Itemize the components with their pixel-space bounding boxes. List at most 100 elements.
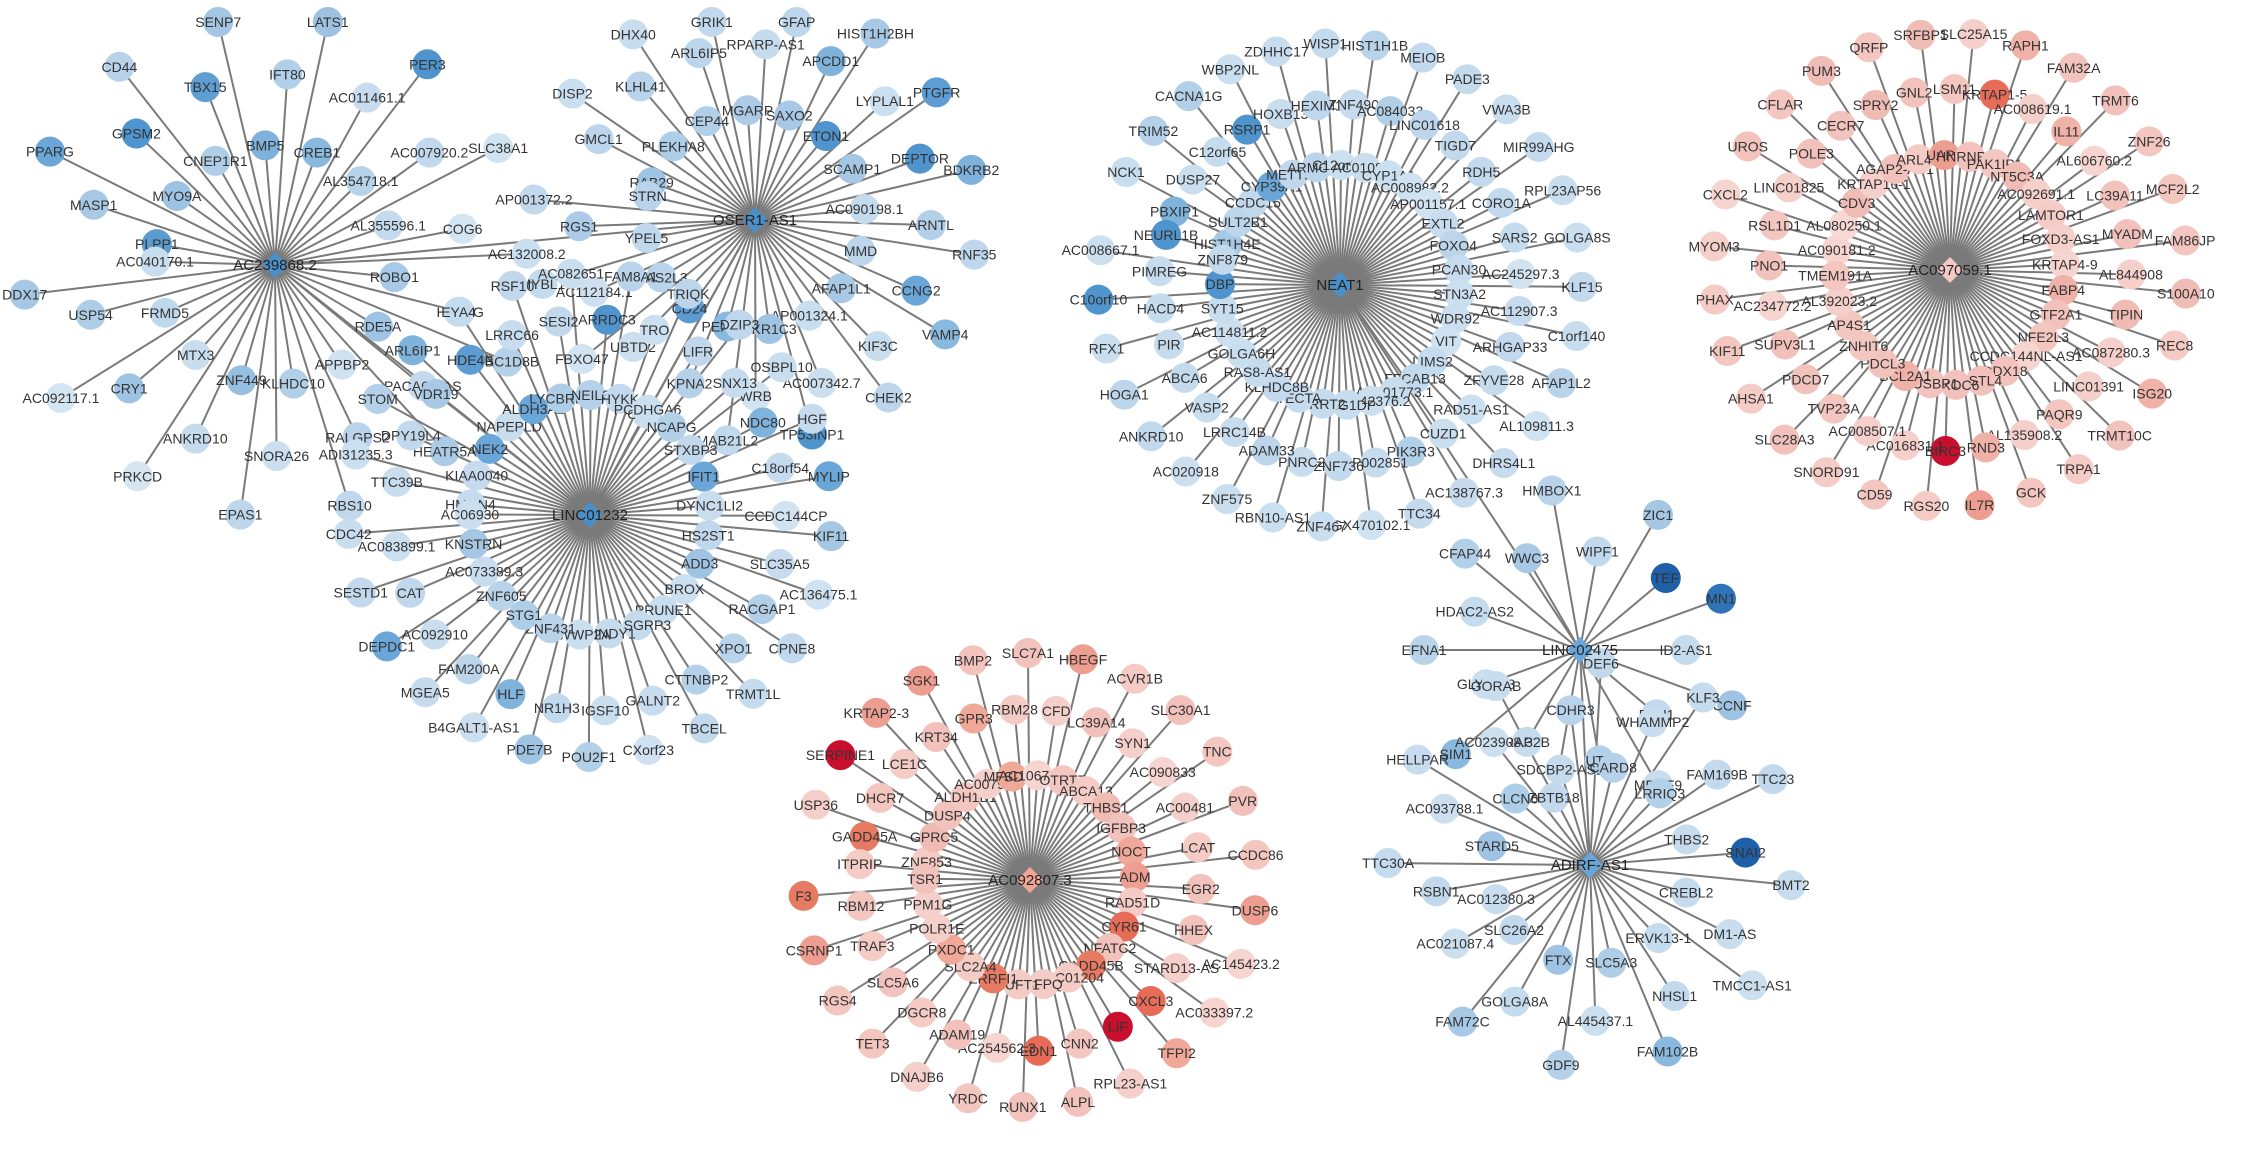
gene-node-circle[interactable] [1169,362,1200,393]
gene-node-circle[interactable] [583,124,614,155]
gene-node-cnn2[interactable]: CNN2 [1061,1028,1099,1059]
gene-node-ac138767-3[interactable]: AC138767.3 [1425,477,1503,508]
gene-node-al392023-2[interactable]: AL392023.2 [1802,286,1878,317]
gene-node-pdcd7[interactable]: PDCD7 [1782,364,1830,395]
gene-node-ac090833[interactable]: AC090833 [1130,757,1196,788]
gene-node-circle[interactable] [618,331,649,362]
gene-node-cacna1g[interactable]: CACNA1G [1155,81,1223,112]
gene-node-hacd4[interactable]: HACD4 [1137,293,1185,324]
gene-node-slc30a1[interactable]: SLC30A1 [1151,695,1211,726]
gene-node-circle[interactable] [683,38,714,69]
gene-node-fam102b[interactable]: FAM102B [1637,1036,1698,1067]
gene-node-circle[interactable] [1404,498,1435,529]
gene-node-phax[interactable]: PHAX [1696,284,1735,315]
gene-node-depdc1[interactable]: DEPDC1 [358,631,415,662]
gene-node-cdv3[interactable]: CDV3 [1838,187,1876,218]
gene-node-circle[interactable] [1170,456,1201,487]
gene-node-circle[interactable] [1456,394,1487,425]
gene-node-circle[interactable] [203,7,234,37]
gene-node-circle[interactable] [1359,30,1390,61]
gene-node-circle[interactable] [592,304,623,335]
gene-node-circle[interactable] [1486,187,1517,218]
gene-node-kpna2[interactable]: KPNA2 [667,368,713,399]
gene-node-ypel5[interactable]: YPEL5 [625,222,669,253]
gene-node-dhrs4l1[interactable]: DHRS4L1 [1472,448,1536,479]
gene-node-circle[interactable] [673,278,704,309]
gene-node-lrrc14b[interactable]: LRRC14B [1203,417,1266,448]
gene-node-circle[interactable] [845,235,876,266]
gene-node-circle[interactable] [453,654,484,685]
gene-node-trmt1l[interactable]: TRMT1L [726,678,781,709]
gene-node-id2-as1[interactable]: ID2-AS1 [1660,635,1713,665]
gene-node-ap001372-2[interactable]: AP001372.2 [495,184,573,215]
gene-node-cat[interactable]: CAT [395,577,426,608]
gene-node-kif3c[interactable]: KIF3C [858,330,898,361]
gene-node-dgcr8[interactable]: DGCR8 [897,997,947,1028]
gene-node-rgs4[interactable]: RGS4 [819,985,857,1016]
gene-node-mgarp[interactable]: MGARP [722,95,773,126]
gene-node-slc25a15[interactable]: SLC25A15 [1940,19,2008,50]
gene-node-circle[interactable] [272,59,303,90]
gene-node-circle[interactable] [826,273,857,304]
gene-node-rbn10-as1[interactable]: RBN10-AS1 [1235,502,1311,533]
gene-node-creb1[interactable]: CREB1 [294,137,341,168]
gene-node-circle[interactable] [1407,42,1438,73]
gene-node-ac132008-2[interactable]: AC132008.2 [488,238,566,269]
gene-node-deptor[interactable]: DEPTOR [891,143,949,174]
gene-node-circle[interactable] [1085,235,1116,266]
gene-node-circle[interactable] [1379,376,1410,407]
gene-node-circle[interactable] [362,383,393,414]
gene-node-circle[interactable] [1440,303,1471,334]
gene-node-fam86jp[interactable]: FAM86JP [2155,225,2216,256]
gene-node-bmp2[interactable]: BMP2 [954,645,992,676]
gene-node-hoxb13[interactable]: HOXB13 [1253,98,1309,129]
gene-node-circle[interactable] [458,528,489,559]
gene-node-circle[interactable] [1205,269,1236,300]
gene-node-circle[interactable] [535,613,566,644]
gene-node-circle[interactable] [813,461,844,492]
gene-node-trmt10c[interactable]: TRMT10C [2087,420,2152,451]
gene-node-rsbn1[interactable]: RSBN1 [1413,876,1460,907]
gene-node-circle[interactable] [1880,154,1911,185]
gene-node-circle[interactable] [518,184,549,215]
gene-node-stxbp3[interactable]: STXBP3 [664,434,718,465]
gene-node-circle[interactable] [340,439,371,470]
gene-node-rpl23-as1[interactable]: RPL23-AS1 [1093,1068,1168,1099]
gene-node-klhl41[interactable]: KLHL41 [615,71,666,102]
gene-node-circle[interactable] [1773,172,1804,203]
gene-node-pou2f1[interactable]: POU2F1 [562,741,617,772]
gene-node-circle[interactable] [469,556,500,587]
gene-node-vwa3b[interactable]: VWA3B [1482,94,1531,125]
gene-node-circle[interactable] [180,340,211,371]
gene-node-ac033397-2[interactable]: AC033397.2 [1175,997,1253,1028]
gene-node-snx13[interactable]: SNX13 [713,367,758,398]
gene-node-ankrd10[interactable]: ANKRD10 [163,423,228,454]
gene-node-circle[interactable] [849,194,880,225]
gene-node-frmd5[interactable]: FRMD5 [141,297,189,328]
gene-node-circle[interactable] [618,19,649,50]
gene-node-gas2l3[interactable]: GAS2L3 [635,262,688,293]
gene-node-circle[interactable] [658,131,689,162]
gene-node-rec8[interactable]: REC8 [2156,330,2194,361]
gene-node-sars2[interactable]: SARS2 [1492,222,1538,253]
gene-node-circle[interactable] [1232,114,1263,145]
gene-node-circle[interactable] [1332,389,1363,420]
gene-node-circle[interactable] [1499,222,1530,253]
gene-node-wbp2nl[interactable]: WBP2NL [1202,54,1260,85]
gene-node-ac092117-1[interactable]: AC092117.1 [23,383,100,414]
gene-node-circle[interactable] [1444,254,1475,285]
gene-node-xpo1[interactable]: XPO1 [715,633,753,664]
gene-node-circle[interactable] [770,500,801,531]
gene-node-rbm28[interactable]: RBM28 [991,694,1038,725]
gene-node-circle[interactable] [190,72,221,103]
gene-node-extl2[interactable]: EXTL2 [1422,208,1465,239]
gene-node-circle[interactable] [527,268,558,299]
gene-node-ac021087-4[interactable]: AC021087.4 [1416,928,1494,959]
gene-node-circle[interactable] [1144,256,1175,287]
gene-node-stard5[interactable]: STARD5 [1465,831,1519,862]
gene-node-circle[interactable] [9,279,40,310]
gene-node-ddx17[interactable]: DDX17 [2,279,48,310]
gene-node-circle[interactable] [873,382,904,413]
gene-node-lifr[interactable]: LIFR [683,336,713,367]
gene-node-tet3[interactable]: TET3 [855,1028,890,1059]
